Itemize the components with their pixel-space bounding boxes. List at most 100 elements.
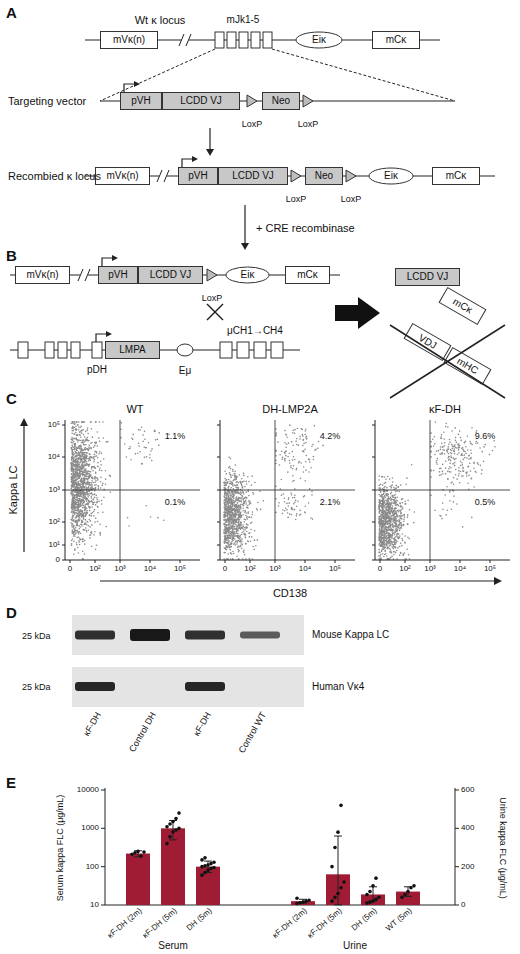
event-dot [127, 517, 129, 519]
event-dot [149, 457, 151, 459]
event-dot [78, 463, 80, 465]
event-dot [71, 437, 73, 439]
event-dot [74, 446, 76, 448]
event-dot [88, 530, 90, 532]
event-dot [90, 496, 92, 498]
event-dot [78, 481, 80, 483]
event-dot [99, 467, 101, 469]
event-dot [86, 521, 88, 523]
event-dot [158, 432, 160, 434]
event-dot [72, 421, 74, 423]
event-dot [85, 513, 87, 515]
jk-segment [251, 32, 260, 48]
event-dot [78, 454, 80, 456]
event-dot [72, 468, 74, 470]
event-dot [72, 494, 74, 496]
event-dot [86, 439, 88, 441]
event-dot [87, 479, 89, 481]
event-dot [76, 530, 78, 532]
event-dot [99, 451, 101, 453]
event-dot [73, 499, 75, 501]
event-dot [79, 448, 81, 450]
event-dot [83, 505, 85, 507]
event-dot [73, 487, 75, 489]
event-dot [82, 462, 84, 464]
event-dot [84, 472, 86, 474]
event-dot [72, 475, 74, 477]
event-dot [247, 476, 249, 478]
event-dot [91, 524, 93, 526]
event-dot [77, 500, 79, 502]
event-dot [87, 496, 89, 498]
event-dot [78, 536, 80, 538]
event-dot [144, 457, 146, 459]
event-dot [235, 544, 237, 546]
event-dot [82, 440, 84, 442]
event-dot [72, 457, 74, 459]
event-dot [75, 432, 77, 434]
event-dot [97, 506, 99, 508]
event-dot [75, 458, 77, 460]
event-dot [74, 461, 76, 463]
event-dot [84, 421, 86, 423]
event-dot [89, 493, 91, 495]
event-dot [230, 495, 232, 497]
event-dot [237, 502, 239, 504]
event-dot [80, 426, 82, 428]
event-dot [87, 494, 89, 496]
event-dot [245, 491, 247, 493]
event-dot [83, 464, 85, 466]
event-dot [76, 542, 78, 544]
event-dot [256, 508, 258, 510]
event-dot [260, 509, 262, 511]
event-dot [110, 491, 112, 493]
event-dot [247, 505, 249, 507]
event-dot [253, 549, 255, 551]
event-dot [244, 512, 246, 514]
event-dot [120, 437, 122, 439]
event-dot [94, 454, 96, 456]
gene-segment [18, 342, 28, 358]
event-dot [240, 513, 242, 515]
event-dot [89, 458, 91, 460]
event-dot [78, 429, 80, 431]
event-dot [82, 538, 84, 540]
event-dot [81, 468, 83, 470]
event-dot [142, 434, 144, 436]
event-dot [72, 531, 74, 533]
event-dot [232, 551, 234, 553]
event-dot [75, 480, 77, 482]
event-dot [230, 524, 232, 526]
event-dot [75, 429, 77, 431]
event-dot [151, 448, 153, 450]
event-dot [240, 499, 242, 501]
event-dot [83, 434, 85, 436]
event-dot [81, 520, 83, 522]
event-dot [105, 478, 107, 480]
enhancer-ellipse [177, 344, 193, 356]
event-dot [78, 421, 80, 423]
event-dot [78, 465, 80, 467]
process-arrow [206, 149, 214, 156]
event-dot [79, 499, 81, 501]
event-dot [245, 537, 247, 539]
event-dot [238, 497, 240, 499]
event-dot [248, 558, 250, 560]
event-dot [120, 428, 122, 430]
event-dot [132, 439, 134, 441]
event-dot [163, 519, 165, 521]
event-dot [95, 517, 97, 519]
event-dot [80, 452, 82, 454]
event-dot [79, 526, 81, 528]
event-dot [79, 514, 81, 516]
event-dot [77, 521, 79, 523]
event-dot [144, 438, 146, 440]
event-dot [75, 487, 77, 489]
event-dot [94, 442, 96, 444]
event-dot [103, 458, 105, 460]
event-dot [243, 521, 245, 523]
event-dot [72, 426, 74, 428]
event-dot [94, 466, 96, 468]
event-dot [78, 540, 80, 542]
event-dot [85, 431, 87, 433]
